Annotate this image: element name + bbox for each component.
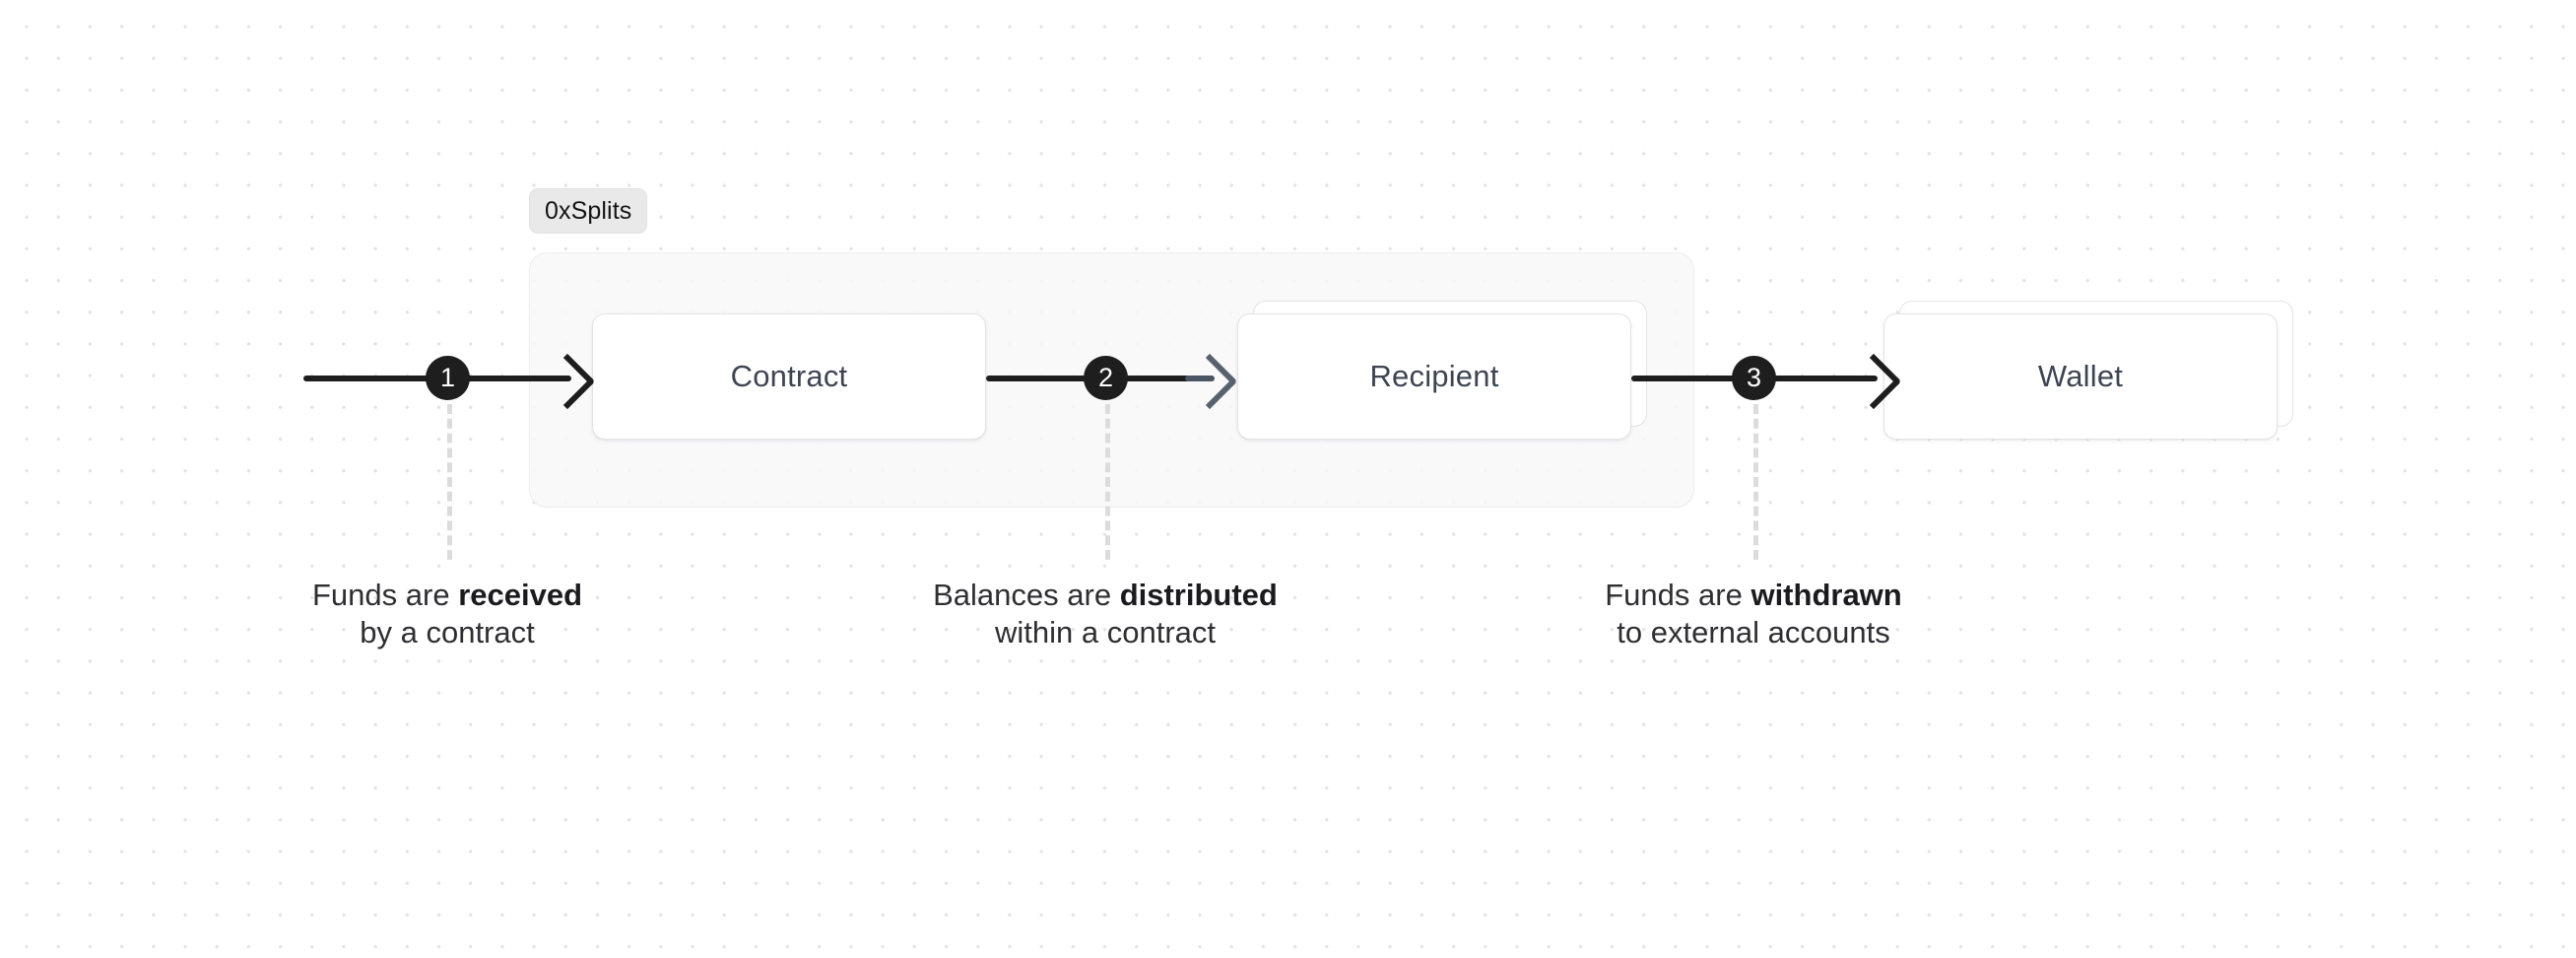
- step-caption-2-line2: within a contract: [995, 614, 1216, 650]
- step-caption-3-line1: Funds are withdrawn: [1556, 577, 1950, 614]
- group-label-text: 0xSplits: [545, 196, 632, 225]
- edge-inbound-segment: [303, 376, 461, 381]
- step-caption-1: Funds are received by a contract: [250, 577, 644, 651]
- edge-2-to-recipient: [1121, 376, 1210, 381]
- node-recipient[interactable]: Recipient: [1237, 313, 1631, 440]
- step-caption-1-line1: Funds are received: [250, 577, 644, 614]
- step-caption-3-bold: withdrawn: [1750, 578, 1902, 612]
- edge-contract-to-2: [986, 376, 1096, 381]
- edge-1-to-contract: [463, 376, 571, 381]
- step-caption-2-bold: distributed: [1119, 578, 1278, 612]
- step-number-2: 2: [1097, 363, 1114, 392]
- step-circle-3[interactable]: 3: [1732, 356, 1776, 400]
- dropper-line-2: [1105, 404, 1110, 560]
- dropper-line-1: [447, 404, 452, 560]
- step-caption-1-bold: received: [458, 578, 583, 612]
- step-caption-1-pre: Funds are: [311, 578, 459, 612]
- step-caption-2-pre: Balances are: [933, 578, 1120, 612]
- node-wallet[interactable]: Wallet: [1883, 313, 2278, 440]
- step-caption-2: Balances are distributed within a contra…: [908, 577, 1302, 651]
- step-number-1: 1: [439, 363, 456, 392]
- node-contract-label: Contract: [730, 359, 848, 393]
- dropper-line-3: [1753, 404, 1758, 560]
- step-circle-2[interactable]: 2: [1084, 356, 1128, 400]
- node-contract[interactable]: Contract: [592, 313, 986, 440]
- step-circle-1[interactable]: 1: [426, 356, 470, 400]
- step-caption-2-line1: Balances are distributed: [908, 577, 1302, 614]
- edge-2-head-stub: [1185, 376, 1215, 381]
- step-number-3: 3: [1746, 363, 1762, 392]
- step-caption-3-line2: to external accounts: [1617, 614, 1890, 650]
- edge-recipient-to-3: [1631, 376, 1750, 381]
- node-recipient-label: Recipient: [1369, 359, 1499, 393]
- step-caption-3: Funds are withdrawn to external accounts: [1556, 577, 1950, 651]
- node-wallet-label: Wallet: [2037, 359, 2124, 393]
- step-caption-3-pre: Funds are: [1605, 578, 1751, 612]
- edge-3-to-wallet: [1769, 376, 1878, 381]
- step-caption-1-line2: by a contract: [360, 614, 535, 650]
- group-label-badge[interactable]: 0xSplits: [529, 188, 648, 234]
